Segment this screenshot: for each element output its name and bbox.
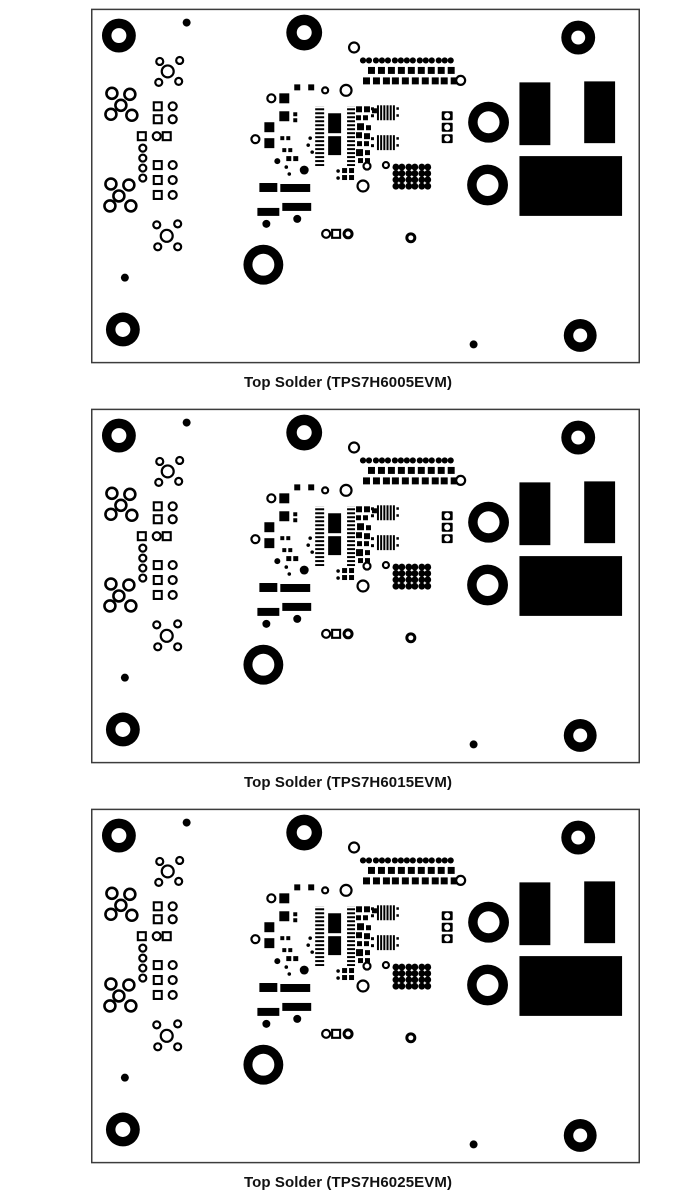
- figure-caption: Top Solder (TPS7H6015EVM): [243, 774, 453, 791]
- figure-top-solder-tps7h6025evm: Top Solder (TPS7H6025EVM): [0, 808, 696, 1191]
- figure-caption: Top Solder (TPS7H6025EVM): [243, 1174, 453, 1191]
- pcb-top-solder-image-tps7h6005evm: [91, 8, 640, 364]
- pcb-top-solder-image-tps7h6025evm: [91, 808, 640, 1164]
- figure-caption: Top Solder (TPS7H6005EVM): [243, 374, 453, 391]
- figure-top-solder-tps7h6005evm: Top Solder (TPS7H6005EVM): [0, 8, 696, 391]
- figure-top-solder-tps7h6015evm: Top Solder (TPS7H6015EVM): [0, 408, 696, 791]
- pcb-top-solder-image-tps7h6015evm: [91, 408, 640, 764]
